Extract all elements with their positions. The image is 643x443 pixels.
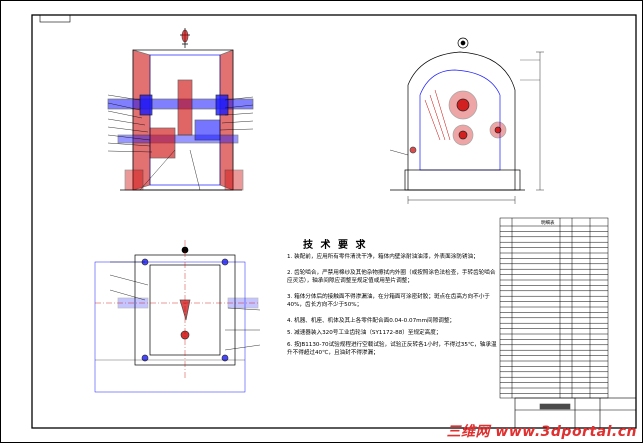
requirement-4: 4. 机器、机座、机体及其上各零件配合面0.04-0.07mm间隙调整；: [287, 318, 456, 324]
requirement-6: 6. 按JB1130-70试验规程进行空载试验，试验正反转各1小时，不得过35℃…: [287, 342, 497, 356]
top-view: [94, 240, 261, 393]
parts-list-table: [499, 217, 609, 399]
requirement-2: 2. 齿轮啮合，严禁用棉纱及其他杂物擦拭内外圈（或按照涂色法检查，手转齿轮啮合应…: [287, 270, 496, 284]
requirement-3: 3. 箱体分体后的接触面不得渗漏油，在分箱面可涂密封胶；斑点在齿高方向不小于40…: [287, 294, 490, 308]
inner-frame: [31, 14, 637, 429]
side-view: [389, 37, 544, 204]
title-block: [514, 397, 637, 429]
parts-table-title: 明细表: [541, 221, 555, 226]
front-section-view: [107, 28, 254, 191]
requirement-1: 1. 装配前，应用所有零件清洗干净，箱体内壁涂耐油油漆，外表面涂防锈油；: [287, 254, 479, 260]
watermark-text: 三维网 www.3dportal.cn: [446, 424, 637, 440]
technical-requirements-title: 技 术 要 求: [303, 240, 368, 251]
corner-code-box: [39, 14, 71, 23]
requirement-5: 5. 减速器装入320号工业齿轮油（SY1172-88）至规定高度；: [287, 330, 442, 336]
